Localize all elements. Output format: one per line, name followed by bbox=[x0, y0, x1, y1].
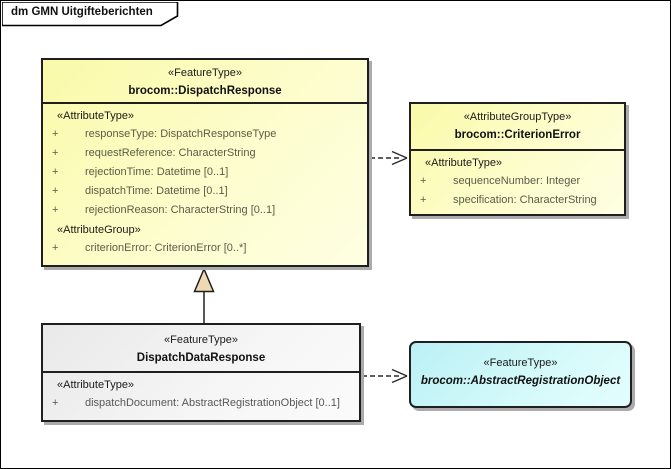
class-name: brocom::CriterionError bbox=[454, 129, 581, 141]
attribute-text: requestReference: CharacterString bbox=[85, 147, 256, 159]
attribute-text: dispatchTime: Datetime [0..1] bbox=[85, 185, 228, 197]
attribute-row: + requestReference: CharacterString bbox=[43, 144, 367, 163]
attribute-row: + rejectionTime: Datetime [0..1] bbox=[43, 163, 367, 182]
visibility-plus: + bbox=[52, 147, 59, 159]
visibility-plus: + bbox=[420, 175, 427, 187]
stereotype-label: «FeatureType» bbox=[168, 67, 242, 79]
attribute-text: dispatchDocument: AbstractRegistrationOb… bbox=[85, 397, 340, 409]
attribute-type-label: «AttributeType» bbox=[425, 157, 503, 169]
visibility-plus: + bbox=[52, 397, 59, 409]
attribute-row: + rejectionReason: CharacterString [0..1… bbox=[43, 201, 367, 220]
attribute-row: + sequenceNumber: Integer bbox=[411, 172, 624, 191]
visibility-plus: + bbox=[52, 128, 59, 140]
attributes-compartment: «AttributeType» + dispatchDocument: Abst… bbox=[43, 373, 359, 413]
visibility-plus: + bbox=[52, 166, 59, 178]
attributes-compartment: «AttributeType» + responseType: Dispatch… bbox=[43, 104, 367, 258]
attribute-text: criterionError: CriterionError [0..*] bbox=[85, 242, 247, 254]
class-name: DispatchDataResponse bbox=[136, 352, 266, 364]
attribute-text: rejectionReason: CharacterString [0..1] bbox=[85, 204, 276, 216]
attribute-type-label: «AttributeType» bbox=[57, 110, 135, 122]
dependency-arrow-criterion-error[interactable] bbox=[370, 150, 408, 166]
attribute-row: + dispatchTime: Datetime [0..1] bbox=[43, 182, 367, 201]
class-header: «AttributeGroupType» brocom::CriterionEr… bbox=[411, 104, 624, 151]
class-box-dispatch-data-response[interactable]: «FeatureType» DispatchDataResponse «Attr… bbox=[41, 323, 361, 422]
attribute-row: + dispatchDocument: AbstractRegistration… bbox=[43, 394, 359, 413]
visibility-plus: + bbox=[52, 185, 59, 197]
attribute-text: sequenceNumber: Integer bbox=[453, 175, 581, 187]
class-name: brocom::DispatchResponse bbox=[128, 85, 282, 97]
visibility-plus: + bbox=[52, 204, 59, 216]
class-box-criterion-error[interactable]: «AttributeGroupType» brocom::CriterionEr… bbox=[409, 102, 626, 216]
generalization-arrow[interactable] bbox=[193, 267, 215, 323]
frame-tab-shape bbox=[2, 2, 179, 27]
diagram-frame-tab: dm GMN Uitgifteberichten bbox=[2, 2, 179, 27]
stereotype-label: «FeatureType» bbox=[164, 334, 238, 346]
attribute-row: + specification: CharacterString bbox=[411, 191, 624, 210]
dependency-arrow-abstract-registration-object[interactable] bbox=[362, 368, 408, 384]
attribute-group-label: «AttributeGroup» bbox=[57, 224, 141, 236]
attribute-type-label: «AttributeType» bbox=[57, 379, 135, 391]
class-name: brocom::AbstractRegistrationObject bbox=[420, 375, 621, 387]
visibility-plus: + bbox=[420, 194, 427, 206]
class-header: «FeatureType» DispatchDataResponse bbox=[43, 325, 359, 373]
attributes-compartment: «AttributeType» + sequenceNumber: Intege… bbox=[411, 151, 624, 210]
class-header: «FeatureType» brocom::DispatchResponse bbox=[43, 60, 367, 104]
visibility-plus: + bbox=[52, 242, 59, 254]
class-box-dispatch-response[interactable]: «FeatureType» brocom::DispatchResponse «… bbox=[41, 58, 369, 267]
attribute-text: rejectionTime: Datetime [0..1] bbox=[85, 166, 229, 178]
class-box-abstract-registration-object[interactable]: «FeatureType» brocom::AbstractRegistrati… bbox=[409, 341, 632, 408]
stereotype-label: «FeatureType» bbox=[483, 357, 558, 369]
class-header: «FeatureType» brocom::AbstractRegistrati… bbox=[411, 343, 630, 391]
attribute-text: specification: CharacterString bbox=[453, 194, 597, 206]
attribute-row: + criterionError: CriterionError [0..*] bbox=[43, 239, 367, 258]
attribute-text: responseType: DispatchResponseType bbox=[85, 128, 277, 140]
stereotype-label: «AttributeGroupType» bbox=[463, 111, 572, 123]
attribute-row: + responseType: DispatchResponseType bbox=[43, 125, 367, 144]
diagram-title: dm GMN Uitgifteberichten bbox=[11, 6, 153, 18]
